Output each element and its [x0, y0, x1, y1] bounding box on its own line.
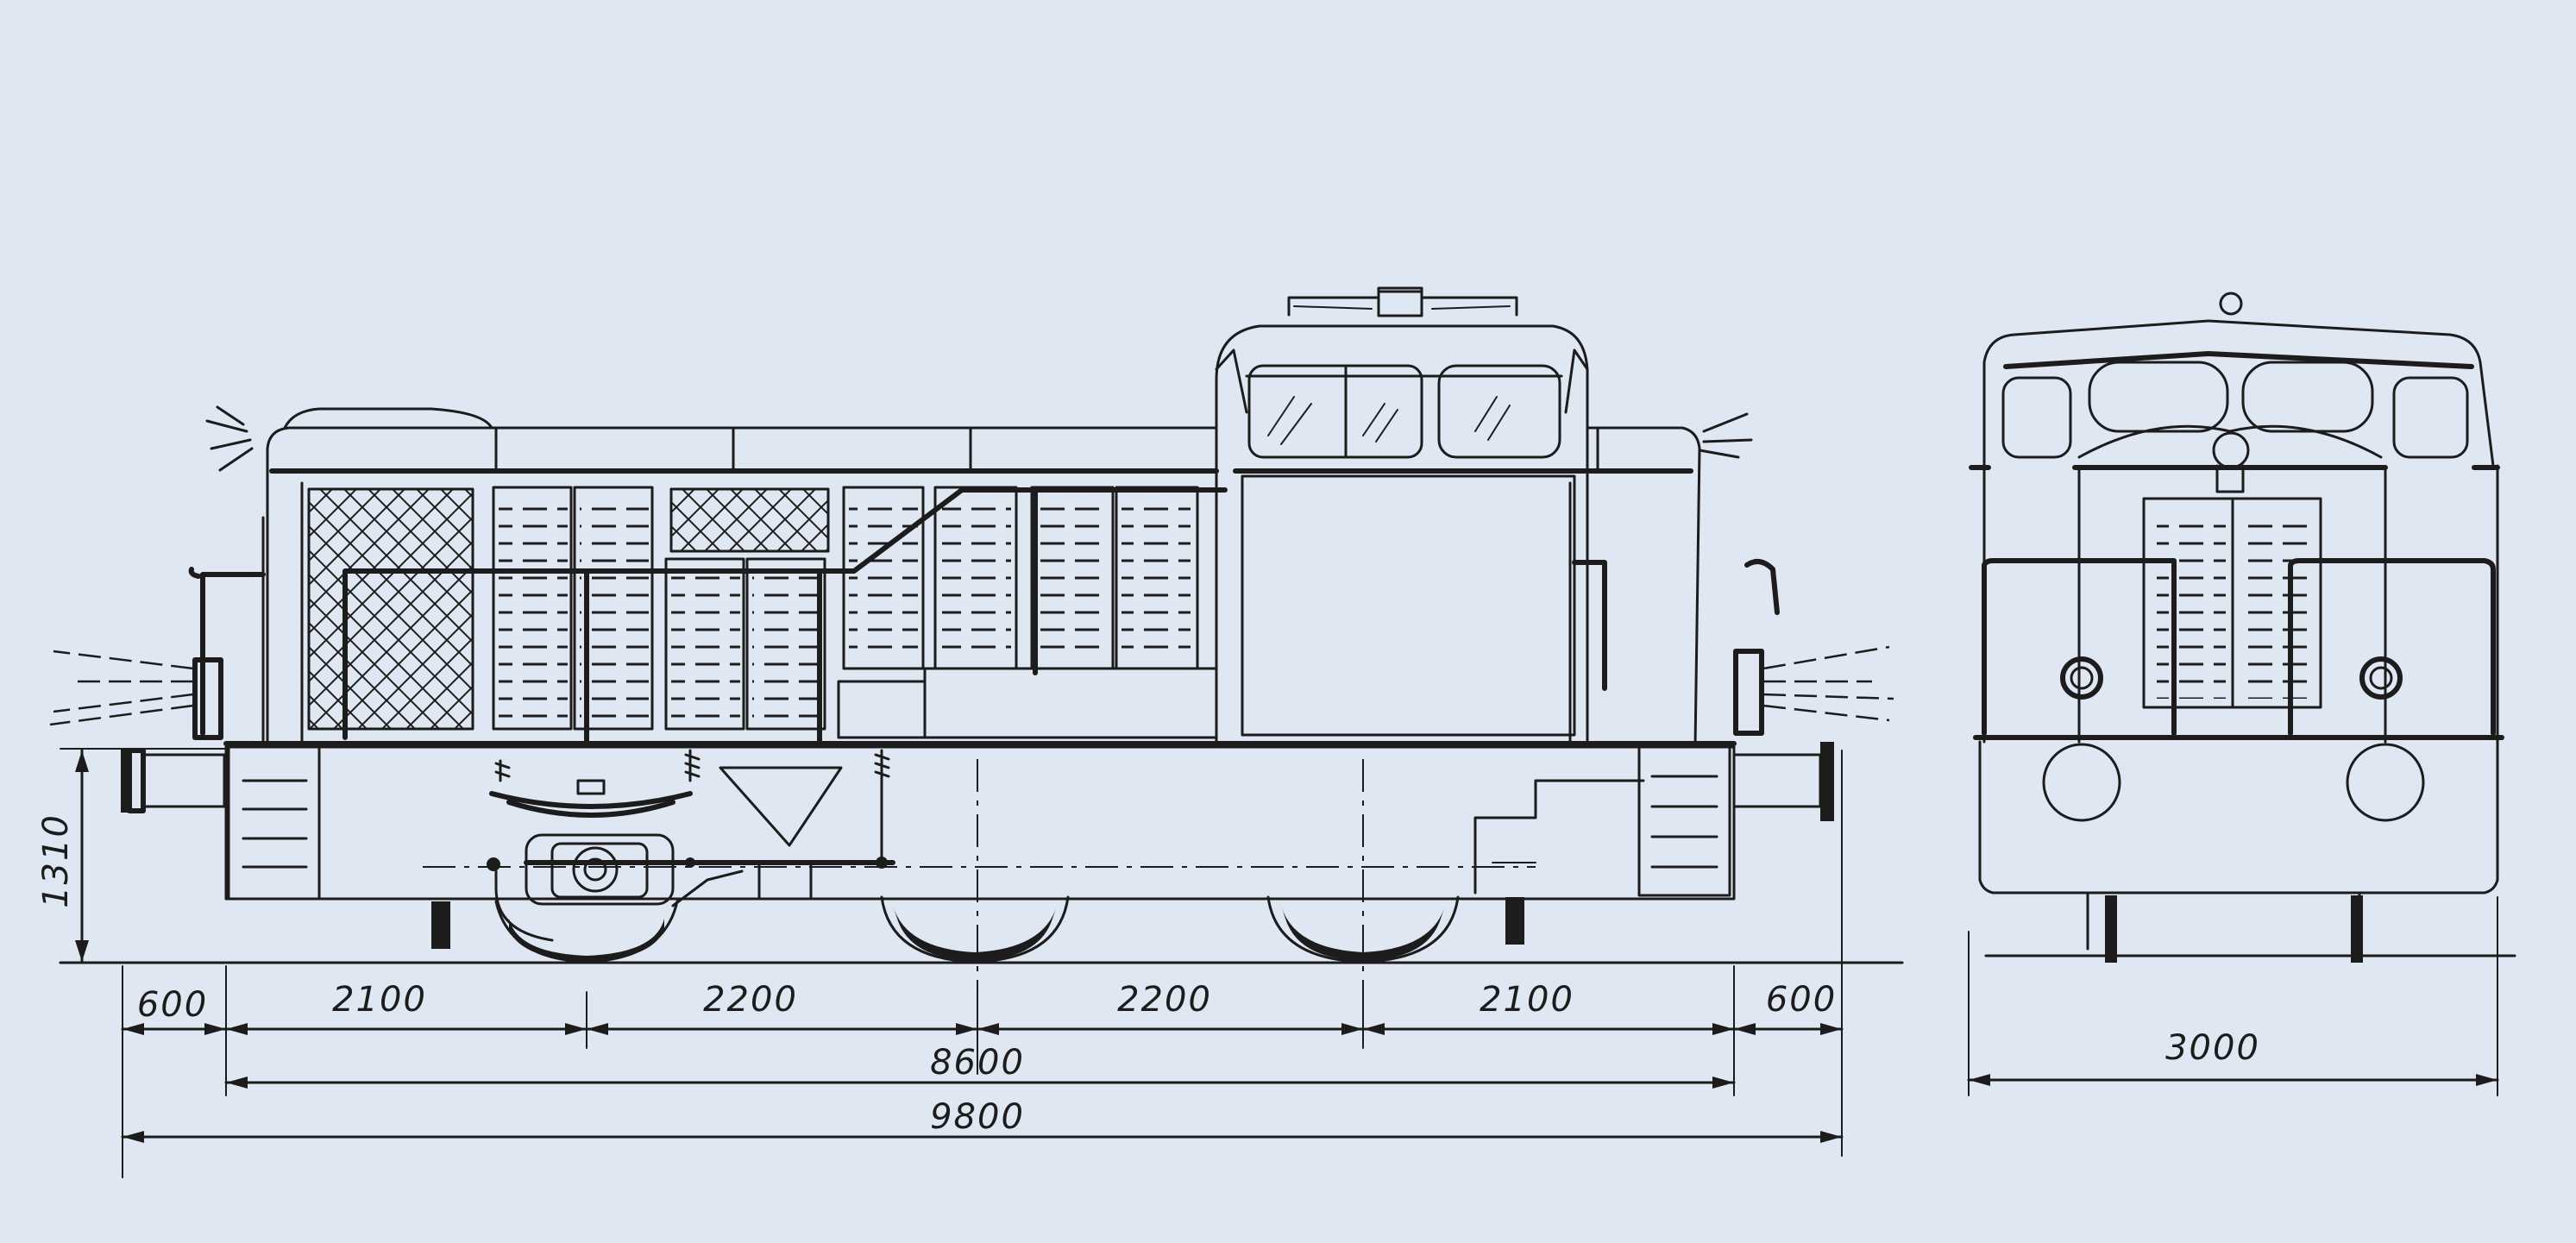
dim-width-3000: 3000: [2165, 1028, 2260, 1068]
buffer-rear: [1732, 742, 1834, 821]
small-mesh-grille: [671, 489, 828, 551]
hood-handrail: [342, 487, 1228, 740]
dim-overhang-left: 600: [137, 985, 208, 1025]
end-view: 3000: [1967, 292, 2516, 1096]
side-view: 1310 600 2100 2200 2200 2100 600 8600 98…: [36, 286, 1904, 1178]
engine-hood: [261, 407, 1219, 748]
dim-segment-4: 2100: [1480, 980, 1574, 1020]
front-handrail: [200, 572, 266, 736]
small-mesh-frame: [669, 487, 830, 553]
dim-height-1310: 1310: [36, 813, 76, 908]
frame: [223, 741, 1737, 901]
cab: [1215, 286, 1693, 748]
dim-segment-2: 2200: [703, 980, 798, 1020]
dim-length-over-frame: 8600: [930, 1043, 1025, 1083]
dim-segment-3: 2200: [1117, 980, 1212, 1020]
end-frame: [1973, 735, 2504, 963]
wheel-3: [1266, 895, 1460, 964]
end-cab: [1969, 292, 2500, 493]
buffer-front: [121, 748, 226, 813]
end-dimensions: [1967, 896, 2499, 1096]
short-hood: [1572, 426, 1780, 748]
dim-length-over-buffers: 9800: [930, 1097, 1025, 1137]
louver-doors: [492, 486, 1218, 739]
end-body: [1982, 464, 2499, 744]
mesh-grille-frame: [307, 487, 474, 731]
wheel-2: [880, 895, 1070, 964]
side-dimensions: [60, 748, 1844, 1178]
mesh-grille: [309, 489, 473, 729]
axle-drive: [431, 833, 1524, 949]
dim-overhang-right: 600: [1766, 980, 1837, 1020]
headlamp-front: [49, 405, 254, 740]
headlamp-rear: [1698, 412, 1894, 736]
dim-segment-1: 2100: [332, 980, 427, 1020]
suspension: [489, 749, 895, 865]
wheel-1: [494, 900, 679, 964]
